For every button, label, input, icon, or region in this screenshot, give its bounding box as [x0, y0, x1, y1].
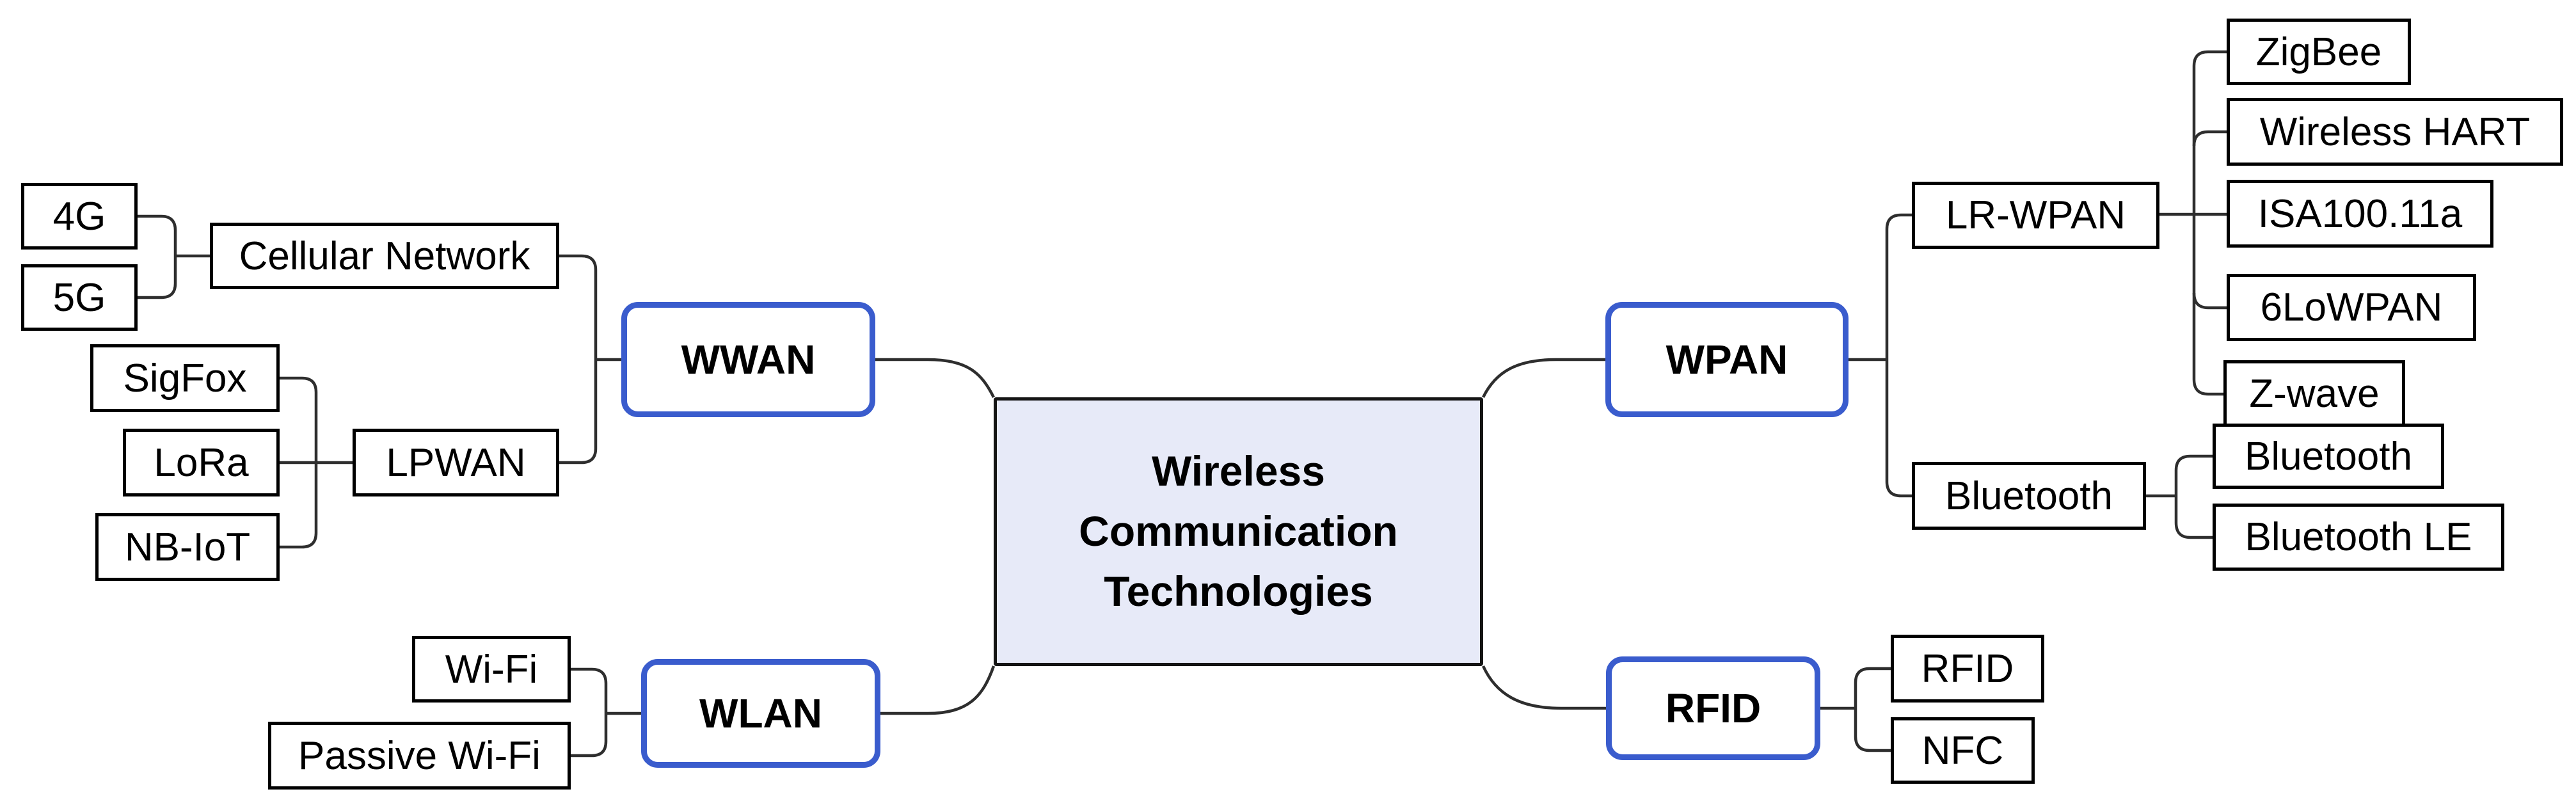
node-isa100-11a-label: ISA100.11a — [2257, 191, 2463, 236]
node-passive-wifi: Passive Wi-Fi — [268, 722, 571, 790]
node-nb-iot-label: NB-IoT — [124, 525, 251, 569]
node-wwan: WWAN — [621, 302, 875, 417]
edge-cellular-out — [559, 254, 598, 360]
edge-wlan-root — [880, 665, 996, 715]
node-4g: 4G — [21, 183, 138, 250]
root-title-line-2: Communication — [1079, 507, 1398, 555]
node-5g: 5G — [21, 264, 138, 331]
edge-nbiot-bracket — [280, 463, 318, 549]
node-cellular-network: Cellular Network — [210, 223, 559, 289]
node-bluetooth-group: Bluetooth — [1912, 462, 2146, 530]
node-zigbee: ZigBee — [2227, 19, 2411, 85]
edge-6lowpan — [2192, 292, 2227, 310]
node-wifi: Wi-Fi — [412, 636, 571, 703]
node-bluetooth-label: Bluetooth — [2245, 434, 2412, 479]
node-bluetooth-le: Bluetooth LE — [2213, 504, 2504, 571]
edge-wwan-root — [875, 358, 996, 399]
edge-5g-bracket — [138, 256, 177, 299]
node-root: Wireless Communication Technologies — [994, 397, 1483, 666]
node-rfid-group: RFID — [1606, 656, 1820, 760]
node-bluetooth-le-label: Bluetooth LE — [2245, 515, 2472, 559]
edge-lpwan-out — [559, 360, 598, 465]
node-wlan-label: WLAN — [699, 690, 822, 736]
node-rfid-label: RFID — [1921, 646, 2014, 691]
edge-wpan-stem — [1885, 213, 1912, 498]
root-title-line-3: Technologies — [1104, 567, 1373, 615]
node-bluetooth-group-label: Bluetooth — [1945, 473, 2113, 518]
node-rfid: RFID — [1891, 635, 2044, 703]
node-nfc-label: NFC — [1921, 728, 2004, 773]
node-wlan: WLAN — [641, 659, 880, 768]
node-wpan: WPAN — [1605, 302, 1849, 417]
node-passive-wifi-label: Passive Wi-Fi — [298, 733, 541, 778]
node-sigfox: SigFox — [90, 344, 280, 412]
node-z-wave-label: Z-wave — [2249, 372, 2380, 416]
edge-zigbee — [2192, 50, 2227, 67]
node-wwan-label: WWAN — [681, 337, 816, 383]
root-title-line-1: Wireless — [1152, 447, 1325, 495]
node-lpwan-label: LPWAN — [386, 440, 526, 485]
node-lpwan: LPWAN — [353, 429, 559, 496]
node-lr-wpan: LR-WPAN — [1912, 182, 2159, 249]
edge-rfid-stem — [1854, 667, 1891, 752]
edge-z-wave — [2192, 379, 2223, 396]
node-z-wave: Z-wave — [2223, 360, 2405, 427]
node-6lowpan-label: 6LoWPAN — [2260, 285, 2443, 330]
node-nfc: NFC — [1891, 717, 2035, 784]
node-lr-wpan-label: LR-WPAN — [1945, 193, 2126, 237]
node-isa100-11a: ISA100.11a — [2227, 180, 2493, 248]
node-lora: LoRa — [123, 429, 280, 496]
edge-passive-bracket — [571, 713, 608, 758]
node-lora-label: LoRa — [154, 440, 249, 485]
node-sigfox-label: SigFox — [123, 356, 247, 401]
node-bluetooth: Bluetooth — [2213, 424, 2444, 489]
node-rfid-group-label: RFID — [1665, 685, 1761, 731]
node-5g-label: 5G — [52, 275, 106, 320]
node-wireless-hart: Wireless HART — [2227, 98, 2563, 166]
edge-root-wpan — [1481, 358, 1605, 398]
node-4g-label: 4G — [52, 194, 106, 239]
node-wifi-label: Wi-Fi — [445, 647, 538, 692]
edge-wifi-bracket — [571, 667, 608, 713]
node-6lowpan: 6LoWPAN — [2227, 274, 2476, 341]
node-wpan-label: WPAN — [1666, 337, 1788, 383]
node-cellular-network-label: Cellular Network — [239, 234, 530, 278]
edge-4g-bracket — [138, 214, 177, 256]
node-zigbee-label: ZigBee — [2255, 29, 2382, 74]
edge-sigfox-bracket — [280, 376, 318, 463]
node-nb-iot: NB-IoT — [95, 513, 280, 581]
edge-root-rfid — [1481, 665, 1606, 710]
edge-wireless-hart — [2192, 130, 2227, 147]
node-wireless-hart-label: Wireless HART — [2259, 109, 2531, 154]
edge-bluetooth-stem — [2174, 454, 2213, 539]
